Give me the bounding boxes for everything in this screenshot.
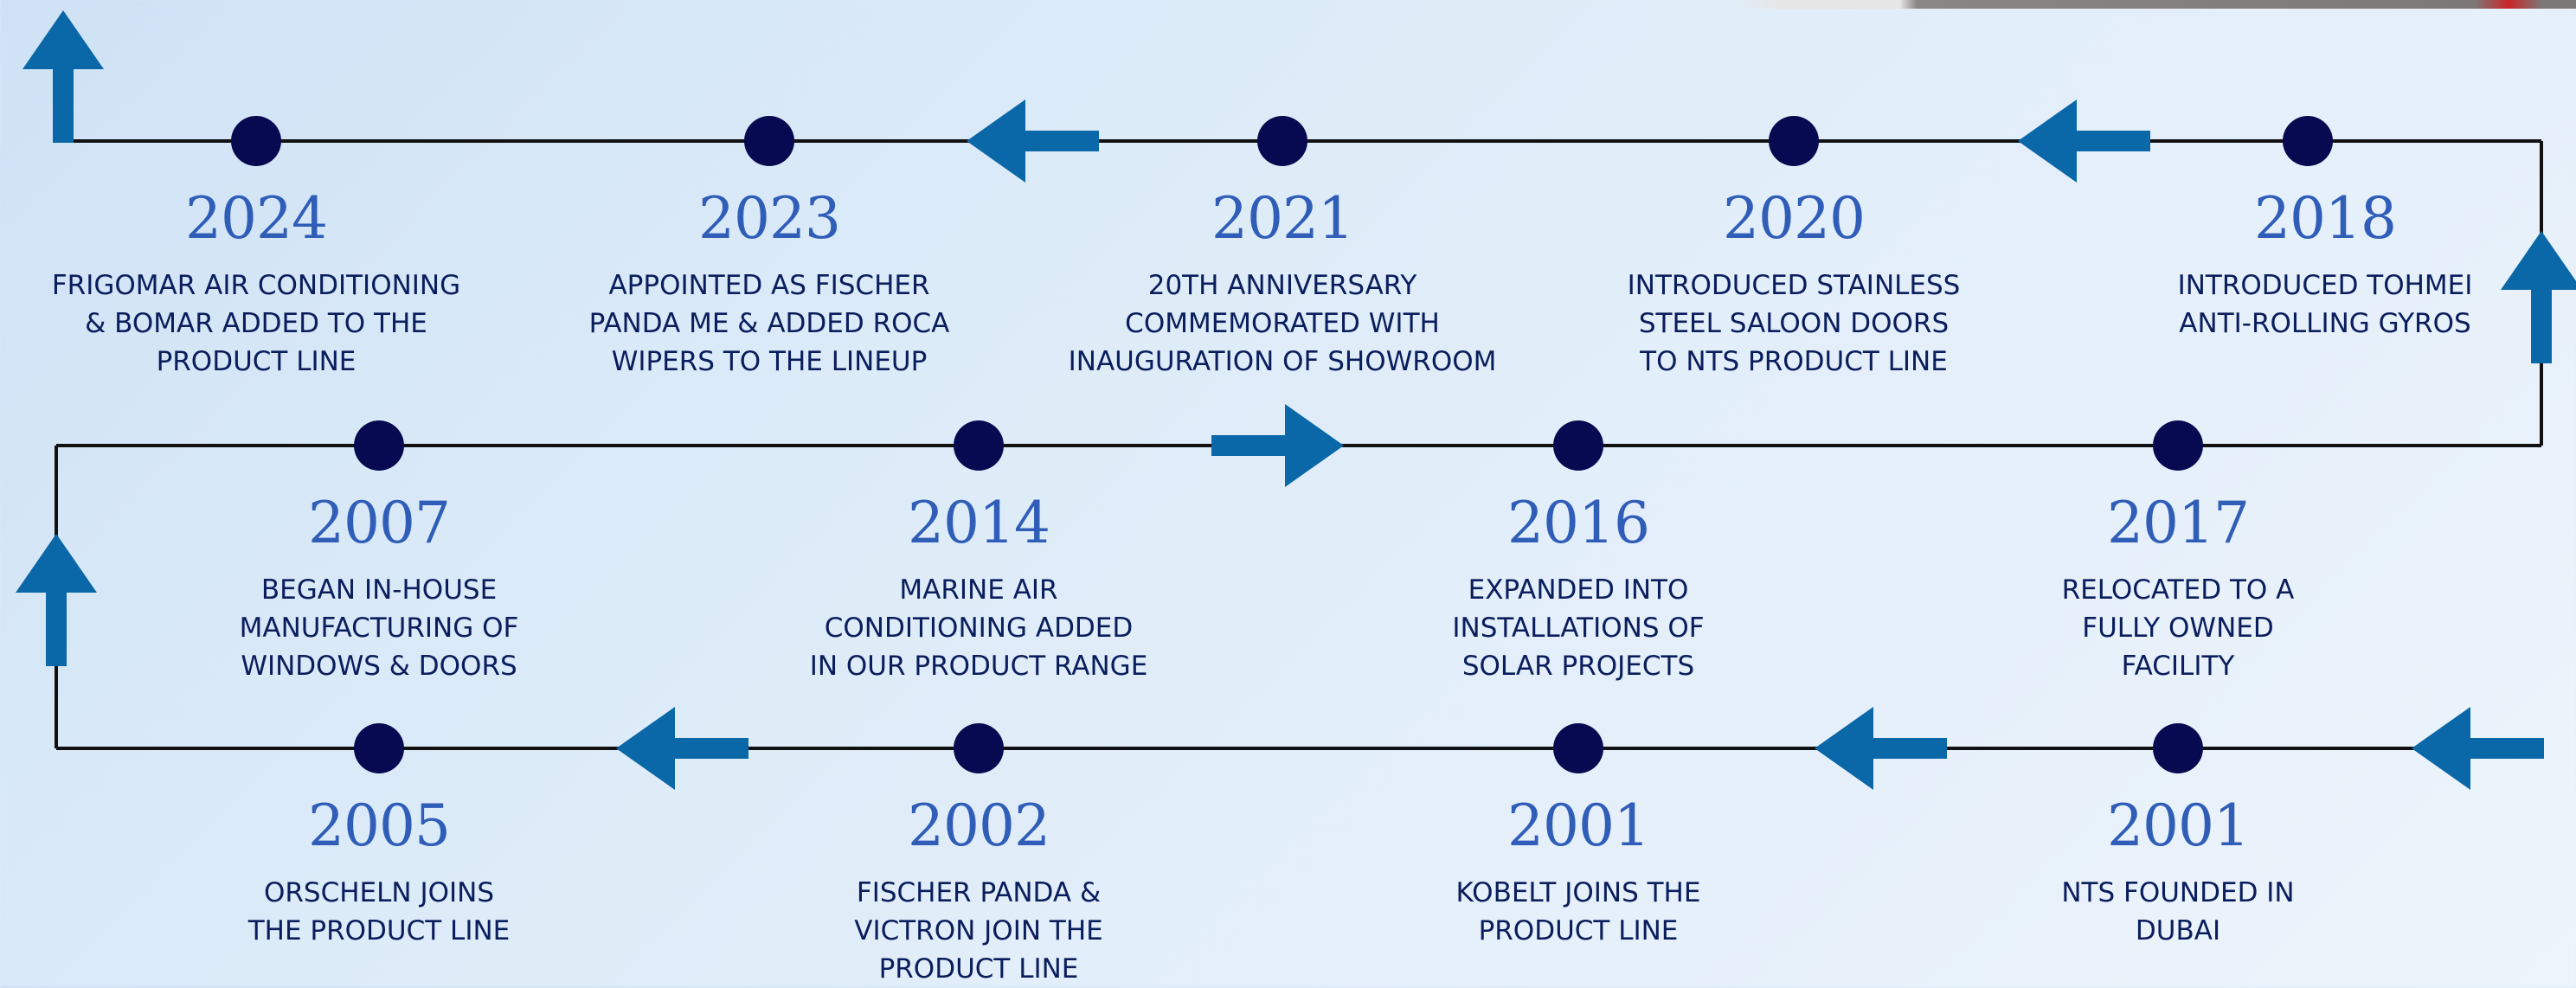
milestone-description: EXPANDED INTO INSTALLATIONS OF SOLAR PRO… xyxy=(1452,574,1705,682)
milestone-year: 2007 xyxy=(308,490,451,556)
milestone-2005: 2005 ORSCHELN JOINS THE PRODUCT LINE xyxy=(137,798,621,950)
timeline-dot xyxy=(1553,420,1603,471)
milestone-2016: 2016 EXPANDED INTO INSTALLATIONS OF SOLA… xyxy=(1336,495,1821,685)
left-arrow-icon xyxy=(616,707,748,790)
up-arrow-icon xyxy=(2501,231,2576,363)
left-arrow-icon xyxy=(967,99,1099,183)
milestone-description: NTS FOUNDED IN DUBAI xyxy=(2061,877,2295,946)
milestone-2001-kobelt: 2001 KOBELT JOINS THE PRODUCT LINE xyxy=(1336,798,1821,950)
milestone-description: 20TH ANNIVERSARY COMMEMORATED WITH INAUG… xyxy=(1068,270,1497,377)
milestone-description: BEGAN IN-HOUSE MANUFACTURING OF WINDOWS … xyxy=(239,574,519,682)
timeline-dot xyxy=(1769,116,1819,166)
timeline-dot xyxy=(354,723,404,773)
milestone-year: 2005 xyxy=(308,792,451,859)
milestone-description: INTRODUCED TOHMEI ANTI-ROLLING GYROS xyxy=(2177,270,2473,339)
milestone-description: FRIGOMAR AIR CONDITIONING & BOMAR ADDED … xyxy=(51,270,461,377)
up-arrow-icon xyxy=(16,534,97,666)
milestone-year: 2001 xyxy=(1507,792,1650,859)
left-arrow-icon xyxy=(2018,99,2150,183)
left-arrow-icon xyxy=(2412,707,2544,790)
milestone-2018: 2018 INTRODUCED TOHMEI ANTI-ROLLING GYRO… xyxy=(2083,190,2567,343)
milestone-description: KOBELT JOINS THE PRODUCT LINE xyxy=(1455,877,1701,946)
milestone-year: 2017 xyxy=(2107,490,2250,556)
milestone-2007: 2007 BEGAN IN-HOUSE MANUFACTURING OF WIN… xyxy=(137,495,621,685)
milestone-2020: 2020 INTRODUCED STAINLESS STEEL SALOON D… xyxy=(1551,190,2036,381)
timeline-dot xyxy=(354,420,404,471)
milestone-year: 2021 xyxy=(1211,185,1354,252)
milestone-year: 2020 xyxy=(1723,185,1866,252)
milestone-year: 2023 xyxy=(698,185,841,252)
timeline-dot xyxy=(954,420,1004,471)
right-arrow-icon xyxy=(1211,404,1344,487)
timeline-dot xyxy=(2153,723,2203,773)
timeline-dot xyxy=(2283,116,2333,166)
timeline-dot xyxy=(231,116,281,166)
milestone-description: FISCHER PANDA & VICTRON JOIN THE PRODUCT… xyxy=(854,877,1103,985)
milestone-2001-nts-founded: 2001 NTS FOUNDED IN DUBAI xyxy=(1936,798,2420,950)
milestone-description: APPOINTED AS FISCHER PANDA ME & ADDED RO… xyxy=(588,270,950,377)
milestone-year: 2016 xyxy=(1507,490,1650,556)
timeline-dot xyxy=(744,116,794,166)
milestone-description: ORSCHELN JOINS THE PRODUCT LINE xyxy=(247,877,511,946)
timeline-dot xyxy=(954,723,1004,773)
milestone-year: 2002 xyxy=(908,792,1050,859)
milestone-description: RELOCATED TO A FULLY OWNED FACILITY xyxy=(2061,574,2295,682)
milestone-year: 2014 xyxy=(908,490,1050,556)
milestone-year: 2018 xyxy=(2254,185,2397,252)
photo-strip xyxy=(1731,0,2576,9)
milestone-2024: 2024 FRIGOMAR AIR CONDITIONING & BOMAR A… xyxy=(14,190,498,381)
milestone-2014: 2014 MARINE AIR CONDITIONING ADDED IN OU… xyxy=(736,495,1221,685)
milestone-2017: 2017 RELOCATED TO A FULLY OWNED FACILITY xyxy=(1936,495,2420,685)
milestone-year: 2001 xyxy=(2107,792,2250,859)
milestone-description: INTRODUCED STAINLESS STEEL SALOON DOORS … xyxy=(1627,270,1961,377)
milestone-2023: 2023 APPOINTED AS FISCHER PANDA ME & ADD… xyxy=(527,190,1012,381)
milestone-2021: 2021 20TH ANNIVERSARY COMMEMORATED WITH … xyxy=(1040,190,1525,381)
left-arrow-icon xyxy=(1815,707,1947,790)
timeline-dot xyxy=(2153,420,2203,471)
timeline-dot xyxy=(1553,723,1603,773)
milestone-2002: 2002 FISCHER PANDA & VICTRON JOIN THE PR… xyxy=(736,798,1221,988)
up-arrow-icon xyxy=(22,10,104,143)
milestone-year: 2024 xyxy=(185,185,328,252)
timeline-dot xyxy=(1257,116,1307,166)
milestone-description: MARINE AIR CONDITIONING ADDED IN OUR PRO… xyxy=(809,574,1148,682)
